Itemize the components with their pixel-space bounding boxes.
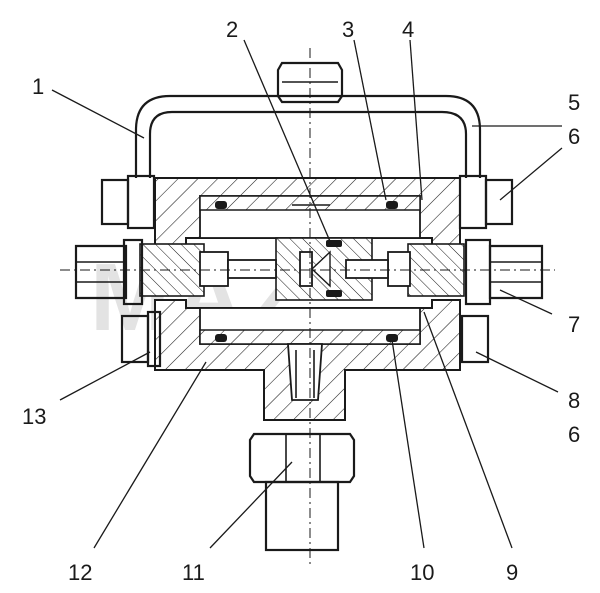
lower-housing	[154, 299, 461, 421]
callout-13: 13	[22, 404, 46, 429]
right-bolts	[458, 174, 514, 364]
left-outer-nut	[74, 238, 144, 306]
callout-5: 5	[568, 90, 580, 115]
right-outer-nut	[464, 238, 544, 306]
bracket-handle	[134, 94, 482, 178]
callout-4: 4	[402, 17, 414, 42]
callout-11: 11	[182, 560, 205, 585]
callout-1: 1	[32, 74, 44, 99]
callout-3: 3	[342, 17, 354, 42]
leader-lines	[51, 39, 563, 549]
callout-7: 7	[568, 312, 580, 337]
left-fitting	[139, 243, 277, 297]
callout-8: 8	[568, 388, 580, 413]
callout-6-bottom: 6	[568, 422, 580, 447]
callout-10: 10	[410, 560, 434, 585]
left-bolts	[100, 174, 162, 368]
upper-housing	[154, 177, 461, 246]
callout-6-top: 6	[568, 124, 580, 149]
callout-2: 2	[226, 17, 238, 42]
bottom-nut	[248, 432, 356, 552]
callout-12: 12	[68, 560, 92, 585]
callout-9: 9	[506, 560, 518, 585]
